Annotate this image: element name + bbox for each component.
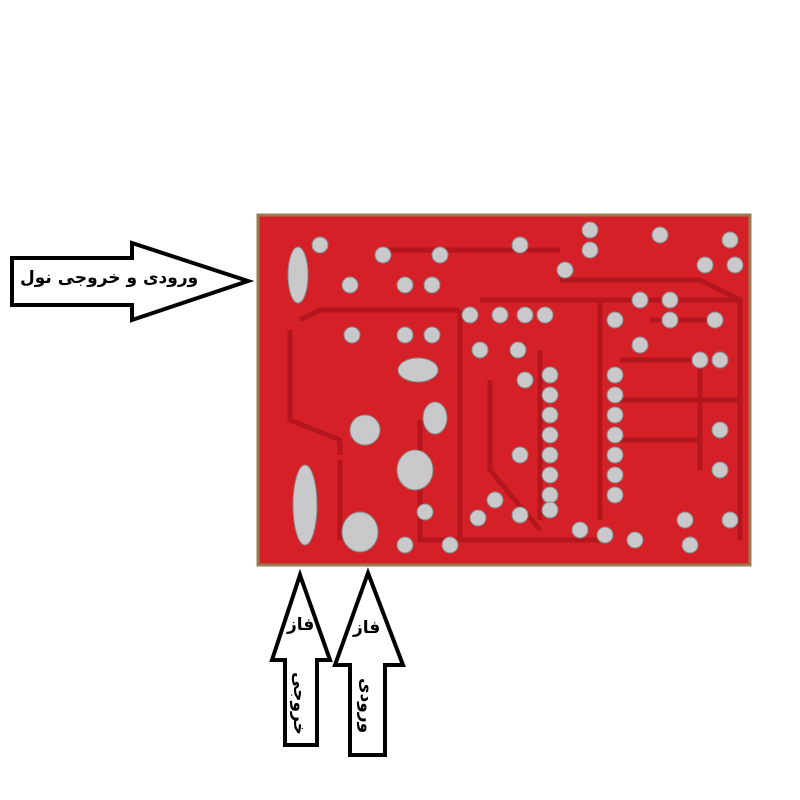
phase-input-bottom-label: ورودی	[356, 678, 376, 734]
phase-input-arrow	[332, 567, 406, 757]
solder-pad	[676, 511, 694, 529]
solder-pad	[516, 371, 534, 389]
solder-pad	[711, 351, 729, 369]
solder-pad	[311, 236, 329, 254]
solder-pad	[606, 446, 624, 464]
solder-pad	[606, 386, 624, 404]
trace	[560, 277, 742, 303]
phase-output-top-label: فاز	[287, 615, 315, 635]
solder-pad	[571, 521, 589, 539]
solder-pad	[343, 326, 361, 344]
solder-pad	[469, 509, 487, 527]
solder-pad	[341, 511, 379, 553]
solder-pad	[374, 246, 392, 264]
solder-pad	[486, 491, 504, 509]
solder-pad	[541, 386, 559, 404]
solder-pad	[511, 446, 529, 464]
solder-pad	[721, 231, 739, 249]
solder-pad	[287, 246, 309, 304]
solder-pad	[396, 276, 414, 294]
solder-pad	[691, 351, 709, 369]
solder-pad	[711, 421, 729, 439]
phase-output-bottom-label: خروجی	[289, 672, 309, 735]
solder-pads	[287, 221, 744, 554]
solder-pad	[541, 426, 559, 444]
solder-pad	[711, 461, 729, 479]
solder-pad	[536, 306, 554, 324]
solder-pad	[509, 341, 527, 359]
solder-pad	[726, 256, 744, 274]
solder-pad	[606, 406, 624, 424]
phase-output-arrow	[269, 568, 333, 747]
solder-pad	[441, 536, 459, 554]
solder-pad	[422, 401, 448, 435]
solder-pad	[511, 236, 529, 254]
neutral-label: ورودی و خروجی نول	[20, 268, 199, 288]
solder-pad	[581, 241, 599, 259]
solder-pad	[396, 449, 434, 491]
solder-pad	[471, 341, 489, 359]
solder-pad	[461, 306, 479, 324]
solder-pad	[661, 311, 679, 329]
solder-pad	[396, 536, 414, 554]
solder-pad	[491, 306, 509, 324]
solder-pad	[651, 226, 669, 244]
solder-pad	[606, 466, 624, 484]
trace	[287, 330, 343, 455]
solder-pad	[541, 406, 559, 424]
phase-input-top-label: فاز	[353, 618, 381, 638]
solder-pad	[396, 326, 414, 344]
solder-pad	[431, 246, 449, 264]
solder-pad	[541, 366, 559, 384]
solder-pad	[516, 306, 534, 324]
solder-pad	[292, 464, 318, 546]
solder-pad	[721, 511, 739, 529]
solder-pad	[606, 426, 624, 444]
solder-pad	[631, 291, 649, 309]
solder-pad	[341, 276, 359, 294]
solder-pad	[606, 311, 624, 329]
solder-pad	[541, 466, 559, 484]
solder-pad	[706, 311, 724, 329]
solder-pad	[581, 221, 599, 239]
solder-pad	[541, 486, 559, 504]
solder-pad	[596, 526, 614, 544]
solder-pad	[626, 531, 644, 549]
trace	[298, 307, 460, 323]
solder-pad	[423, 326, 441, 344]
solder-pad	[631, 336, 649, 354]
solder-pad	[349, 414, 381, 446]
solder-pad	[511, 506, 529, 524]
solder-pad	[606, 486, 624, 504]
solder-pad	[416, 503, 434, 521]
solder-pad	[397, 357, 439, 383]
solder-pad	[696, 256, 714, 274]
solder-pad	[541, 446, 559, 464]
solder-pad	[661, 291, 679, 309]
solder-pad	[606, 366, 624, 384]
neutral-arrow	[10, 240, 255, 323]
board-outline	[256, 213, 752, 567]
solder-pad	[556, 261, 574, 279]
solder-pad	[681, 536, 699, 554]
solder-pad	[423, 276, 441, 294]
solder-pad	[541, 501, 559, 519]
